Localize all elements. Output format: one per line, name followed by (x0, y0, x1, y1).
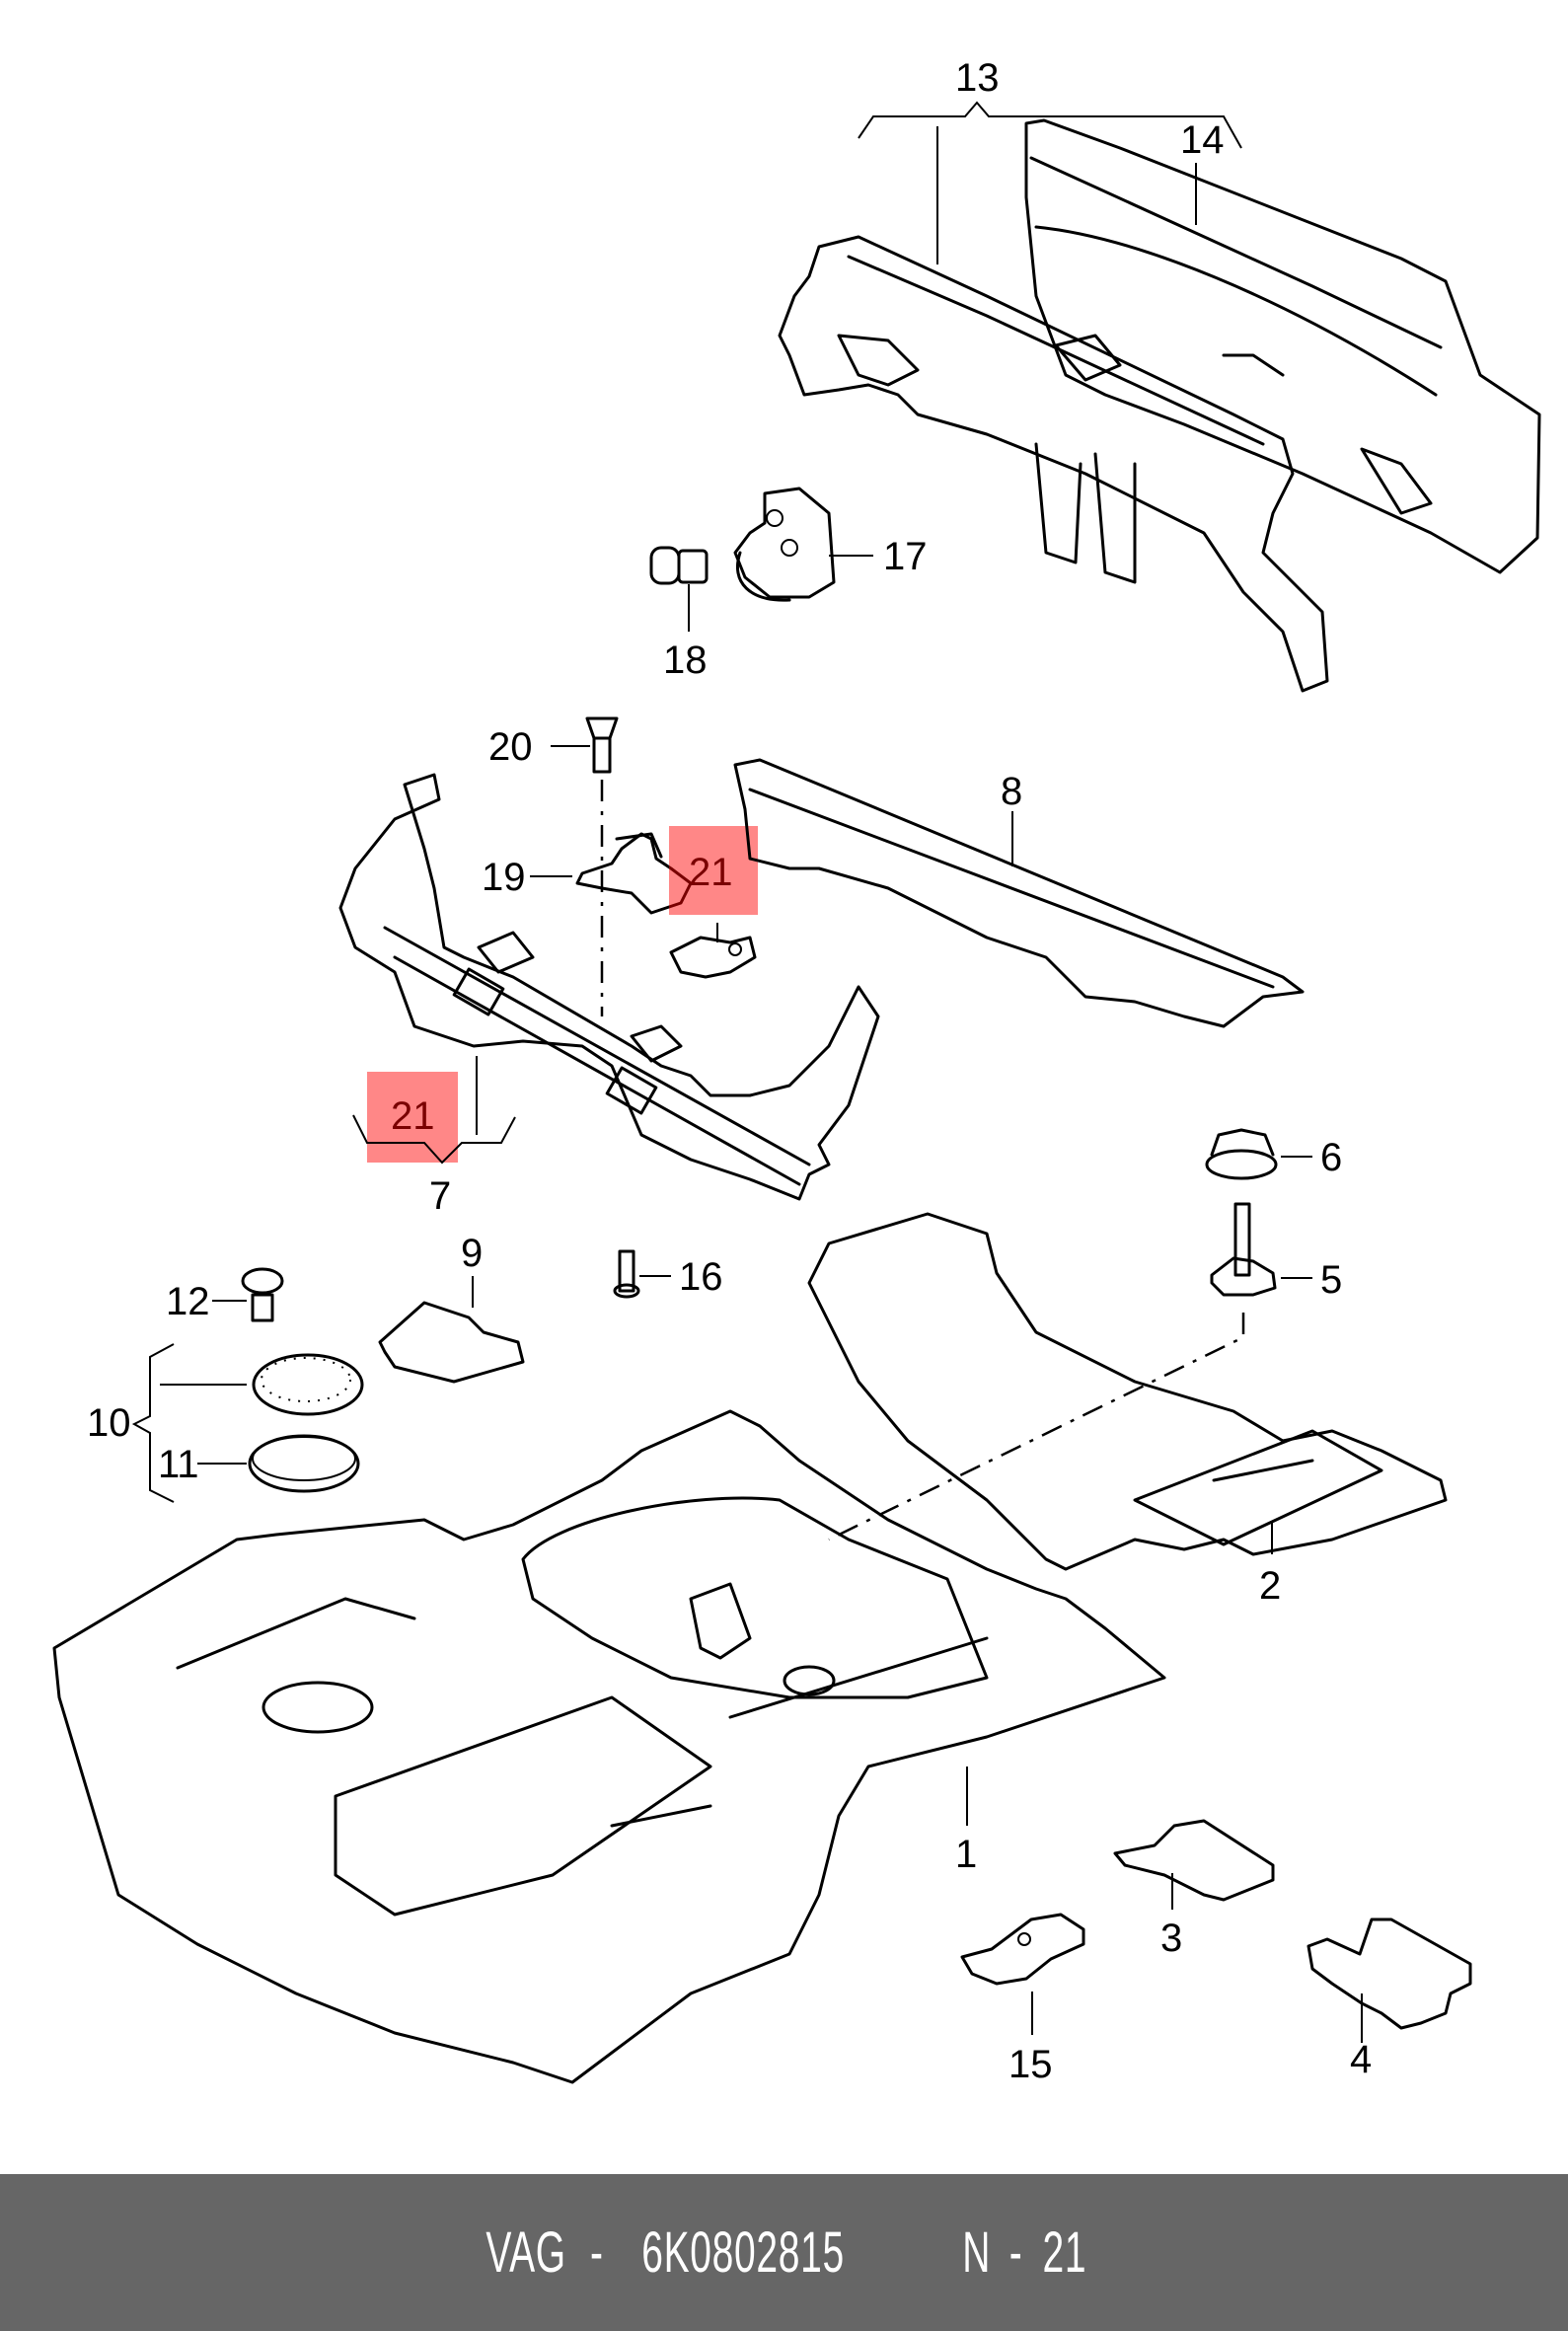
callout-3: 3 (1160, 1917, 1182, 1960)
assembly-line (828, 1313, 1245, 1541)
callout-9: 9 (461, 1232, 483, 1275)
callout-20: 20 (488, 725, 533, 769)
part-3-bracket (1113, 1819, 1275, 1902)
parts-diagram: 13 14 17 18 20 19 21 (52, 56, 1541, 2086)
callout-6: 6 (1320, 1136, 1342, 1179)
footer-brand: VAG (485, 2220, 566, 2285)
callout-19: 19 (482, 856, 526, 899)
callout-13-bracket (858, 101, 1242, 149)
part-15-bracket (960, 1913, 1085, 1986)
footer-position-prefix: N (961, 2220, 991, 2285)
callout-18: 18 (663, 639, 708, 682)
part-2-tunnel (807, 1212, 1448, 1571)
highlight-21-upper (669, 826, 758, 915)
part-5-stud (1210, 1202, 1277, 1297)
part-16-screw (613, 1249, 640, 1299)
part-12-screw (241, 1267, 284, 1322)
footer-separator: - (589, 2220, 604, 2285)
callout-8: 8 (1001, 770, 1022, 813)
part-18-bolt (649, 546, 709, 585)
callout-17: 17 (883, 535, 928, 578)
part-4-bracket (1307, 1917, 1472, 2030)
part-19-bracket (575, 832, 693, 915)
part-1-floor-pan (52, 1409, 1166, 2084)
callout-5: 5 (1320, 1258, 1342, 1302)
callout-14: 14 (1180, 118, 1225, 162)
callout-7: 7 (429, 1174, 451, 1218)
callout-12: 12 (166, 1280, 210, 1323)
callout-2: 2 (1259, 1564, 1281, 1608)
part-21-clip (669, 936, 757, 979)
part-9-bracket (378, 1301, 525, 1384)
callout-11: 11 (158, 1443, 199, 1486)
highlight-21-lower-label: 21 (391, 1094, 435, 1138)
part-13-14-dash-panel (778, 118, 1541, 693)
footer-separator-2: - (1008, 2220, 1022, 2285)
callout-1: 1 (955, 1833, 977, 1876)
footer-part-number: 6K0802815 (640, 2220, 845, 2285)
part-11-ring (248, 1434, 360, 1493)
highlight-21-upper-label: 21 (689, 851, 733, 894)
callout-16: 16 (679, 1255, 723, 1299)
callout-10-bracket (131, 1343, 175, 1503)
callout-10: 10 (87, 1401, 131, 1445)
part-6-grommet (1205, 1128, 1278, 1180)
callout-4: 4 (1350, 2038, 1372, 2081)
part-10-plug (252, 1353, 364, 1416)
callout-13: 13 (955, 56, 1000, 100)
callout-15: 15 (1008, 2043, 1053, 2086)
part-8-cross-member (733, 758, 1305, 1028)
footer-text: VAG - 6K0802815 N - 21 (477, 2219, 1091, 2286)
part-20-screw (585, 716, 619, 774)
footer-position-number: 21 (1042, 2220, 1087, 2285)
callout-7-bracket (352, 1114, 516, 1165)
part-7-cross-member (338, 773, 880, 1201)
part-number-footer: VAG - 6K0802815 N - 21 (0, 2174, 1568, 2331)
highlight-21-lower (367, 1072, 458, 1163)
part-17-bracket (733, 487, 836, 602)
